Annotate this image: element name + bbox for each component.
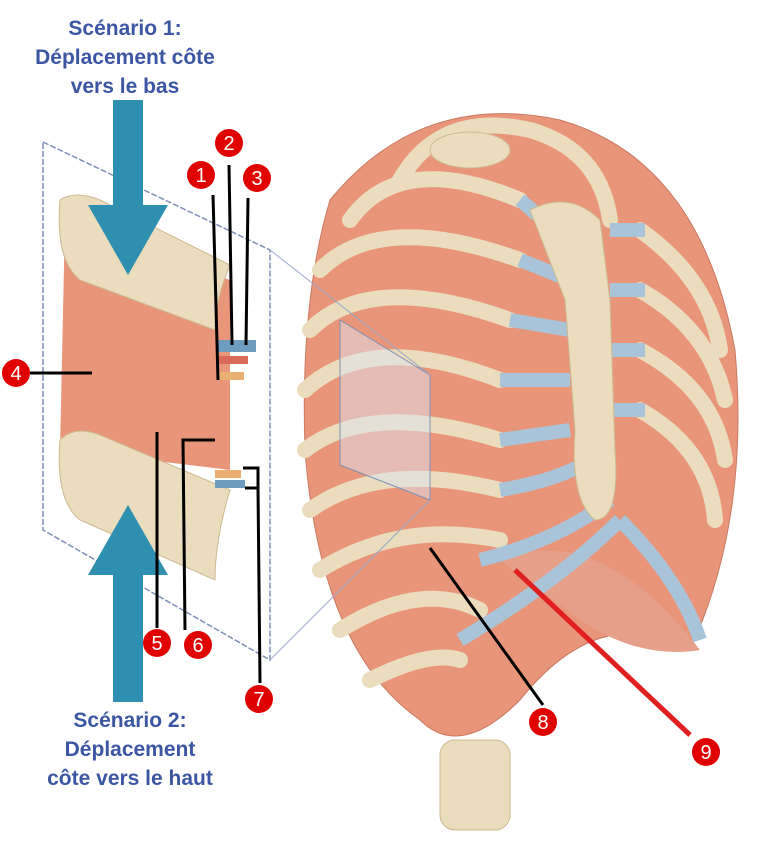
scenario-1-line-2: Déplacement côte — [35, 46, 215, 69]
scenario-1-line-1: Scénario 1: — [68, 17, 182, 40]
marker-6: 6 — [184, 631, 212, 659]
marker-1: 1 — [187, 161, 215, 189]
marker-9-label: 9 — [700, 742, 711, 764]
marker-9: 9 — [692, 738, 720, 766]
leader-lines — [30, 164, 545, 706]
vertebra-bottom — [439, 739, 511, 831]
marker-6-label: 6 — [192, 635, 203, 657]
arrow-down — [88, 100, 168, 275]
marker-5: 5 — [143, 629, 171, 657]
scenario-2-line-3: côte vers le haut — [47, 767, 213, 790]
leader-line-9 — [513, 568, 692, 737]
marker-8-label: 8 — [537, 712, 548, 734]
scenario-2-line-2: Déplacement — [64, 738, 196, 761]
marker-2: 2 — [215, 129, 243, 157]
scenario-1-title: Scénario 1: Déplacement côte vers le bas — [0, 14, 255, 101]
projection-line — [269, 249, 431, 376]
sternum — [529, 201, 617, 521]
marker-4-label: 4 — [10, 363, 21, 385]
marker-7: 7 — [245, 685, 273, 713]
arrow-up — [88, 505, 168, 702]
marker-7-label: 7 — [253, 689, 264, 711]
rib-cage — [297, 113, 739, 831]
marker-4: 4 — [2, 359, 30, 387]
scenario-2-title: Scénario 2: Déplacement côte vers le hau… — [0, 706, 260, 793]
marker-5-label: 5 — [151, 633, 162, 655]
scenario-2-line-1: Scénario 2: — [73, 709, 187, 732]
projection-line — [269, 499, 431, 661]
scenario-1-line-3: vers le bas — [70, 75, 180, 98]
marker-3: 3 — [243, 164, 271, 192]
marker-1-label: 1 — [195, 165, 206, 187]
ribs — [297, 117, 733, 688]
marker-8: 8 — [529, 708, 557, 736]
marker-3-label: 3 — [251, 168, 262, 190]
marker-2-label: 2 — [223, 133, 234, 155]
vertebra-top — [429, 131, 511, 169]
